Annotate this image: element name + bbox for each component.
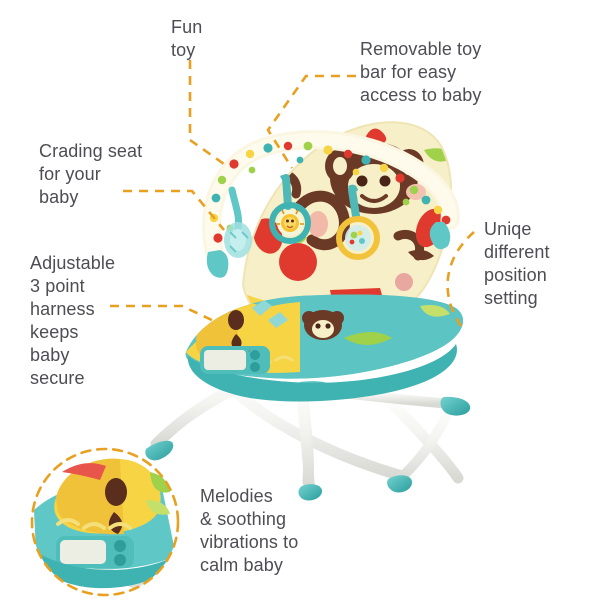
apple-motif	[279, 243, 317, 281]
teether-toy	[224, 186, 252, 258]
hanging-toys	[224, 174, 380, 260]
callout-cradling-seat: Crading seat for your baby	[39, 141, 143, 208]
connector-position	[446, 231, 475, 331]
callout-position-setting: Uniqe different position setting	[484, 219, 550, 309]
rattle-ring-toy	[336, 186, 380, 260]
callout-harness: Adjustable 3 point harness keeps baby se…	[30, 253, 116, 389]
callout-fun-toy: Fun toy	[171, 17, 203, 61]
small-monkey-print	[302, 310, 344, 340]
lion-mirror-toy	[269, 174, 311, 244]
inset-dashed-border	[30, 447, 180, 597]
connector-removable-toy-bar	[266, 74, 356, 169]
callout-removable-toy-bar: Removable toy bar for easy access to bab…	[360, 39, 482, 106]
toy-bar-dots	[209, 141, 451, 243]
vibration-unit-closeup	[30, 447, 180, 597]
connector-cradling-seat	[123, 189, 226, 231]
callout-connectors	[110, 60, 475, 331]
vibration-control-panel: ♪	[200, 346, 270, 374]
connector-fun-toy	[188, 60, 225, 166]
callout-melodies: Melodies & soothing vibrations to calm b…	[200, 486, 299, 576]
connector-harness	[110, 304, 217, 324]
polka-dot-toy-bar	[202, 130, 460, 278]
svg-text:♪: ♪	[248, 348, 251, 354]
